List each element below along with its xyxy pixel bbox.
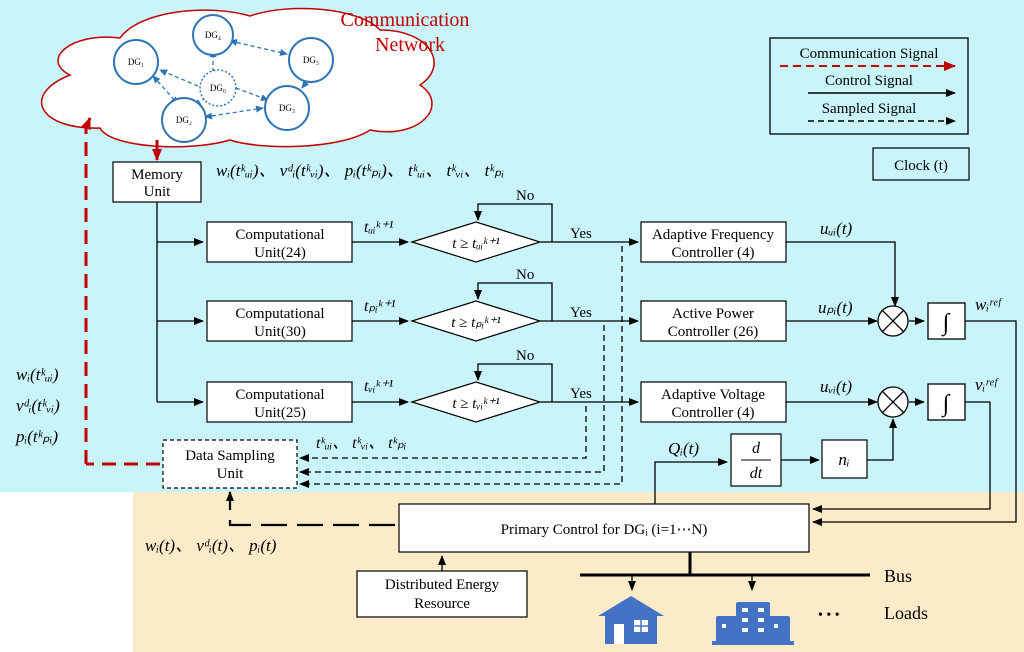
- communication-signal-path: [81, 117, 160, 466]
- bus-label: Bus: [884, 566, 912, 586]
- node-dg5-label: DG₅: [303, 55, 319, 65]
- next-event-time-w: tᵤᵢᵏ⁺¹: [364, 219, 394, 236]
- reference-v: vᵢʳᵉᶠ: [975, 375, 999, 394]
- adaptive-frequency-controller: [640, 221, 787, 263]
- derivative-denominator: dt: [750, 465, 763, 482]
- sampled-value-w: wᵢ(tᵏᵤᵢ): [16, 365, 59, 384]
- legend-sampled-label: Sampled Signal: [822, 101, 917, 117]
- distributed-energy-resource-box: [356, 570, 528, 618]
- computational-unit-25: [206, 381, 353, 423]
- legend: Communication Signal Control Signal Samp…: [769, 37, 969, 135]
- next-event-time-p: tₚᵢᵏ⁺¹: [364, 298, 396, 315]
- trigger-condition-w-text: t ≥ tᵤᵢᵏ⁺¹: [452, 236, 500, 252]
- adaptive-frequency-controller-line1: Adaptive Frequency: [652, 227, 775, 243]
- communication-network-cloud: Communication Network DG₁ DG₂ DG₃ DG₄: [40, 7, 470, 148]
- node-dg0-label: DG₀: [210, 83, 226, 93]
- sampled-value-p: pᵢ(tᵏₚᵢ): [15, 427, 58, 446]
- integrator-w-symbol: ∫: [941, 310, 951, 337]
- node-dg1-label: DG₁: [128, 57, 144, 67]
- adaptive-frequency-controller-line2: Controller (4): [672, 245, 755, 261]
- der-line1: Distributed Energy: [385, 577, 500, 593]
- data-sampling-unit-line2: Unit: [217, 466, 245, 482]
- primary-control-box: [398, 503, 810, 553]
- node-dg5: [288, 37, 334, 83]
- node-dg1: [113, 39, 159, 85]
- droop-gain-block: [821, 439, 868, 479]
- decision-yes-p: Yes: [570, 305, 592, 321]
- integrator-w-box: [927, 302, 966, 340]
- active-power-controller-line1: Active Power: [672, 306, 754, 322]
- sampled-signal-paths: [226, 246, 623, 527]
- integrator-v-symbol: ∫: [941, 391, 951, 418]
- clock-box: [872, 147, 970, 181]
- node-dg3-label: DG₃: [279, 103, 295, 113]
- decision-no-p: No: [516, 267, 534, 283]
- sampling-times: tᵏᵤᵢ、 tᵏᵥᵢ、 tᵏₚᵢ: [316, 435, 406, 452]
- node-dg4: [192, 14, 234, 56]
- computational-unit-25-line1: Computational: [235, 387, 324, 403]
- computational-unit-24-line1: Computational: [235, 227, 324, 243]
- memory-outputs: wᵢ(tᵏᵤᵢ)、 vᵈᵢ(tᵏᵥᵢ)、 pᵢ(tᵏₚᵢ)、 tᵏᵤᵢ、 tᵏᵥ…: [216, 161, 504, 180]
- trigger-condition-p-text: t ≥ tₚᵢᵏ⁺¹: [451, 315, 501, 331]
- memory-unit-box: [112, 161, 202, 203]
- control-output-w: uᵤᵢ(t): [820, 219, 853, 238]
- memory-unit-line1: Memory: [131, 167, 183, 183]
- legend-communication-label: Communication Signal: [800, 46, 939, 62]
- clock-label: Clock (t): [894, 158, 948, 174]
- primary-control-label: Primary Control for DGᵢ (i=1⋯N): [501, 522, 708, 538]
- droop-gain-label: nᵢ: [838, 450, 849, 469]
- computational-unit-30: [206, 300, 353, 342]
- data-sampling-unit-box: [162, 439, 298, 489]
- der-line2: Resource: [414, 596, 470, 612]
- node-dg3: [264, 85, 310, 131]
- row-frequency: Computational Unit(24) tᵤᵢᵏ⁺¹ t ≥ tᵤᵢᵏ⁺¹…: [206, 188, 853, 263]
- row-power: Computational Unit(30) tₚᵢᵏ⁺¹ t ≥ tₚᵢᵏ⁺¹…: [206, 267, 853, 342]
- reference-w: wᵢʳᵉᶠ: [975, 295, 1003, 314]
- legend-control-label: Control Signal: [825, 73, 913, 89]
- row-voltage: Computational Unit(25) tᵥᵢᵏ⁺¹ t ≥ tᵥᵢᵏ⁺¹…: [206, 348, 852, 423]
- node-dg2: [161, 97, 207, 143]
- summing-junction-v: [877, 386, 909, 418]
- adaptive-voltage-controller: [640, 381, 787, 423]
- network-title-line1: Communication: [341, 9, 470, 31]
- network-title-line2: Network: [375, 34, 445, 56]
- more-loads-ellipsis: • • •: [818, 608, 840, 623]
- data-sampling-unit-line1: Data Sampling: [185, 448, 275, 464]
- trigger-condition-v-text: t ≥ tᵥᵢᵏ⁺¹: [452, 396, 500, 412]
- adaptive-voltage-controller-line1: Adaptive Voltage: [661, 387, 765, 403]
- memory-unit-line2: Unit: [144, 184, 172, 200]
- control-output-v: uᵥᵢ(t): [820, 377, 852, 396]
- computational-unit-30-line2: Unit(30): [254, 324, 306, 340]
- computational-unit-24-line2: Unit(24): [254, 245, 306, 261]
- next-event-time-v: tᵥᵢᵏ⁺¹: [364, 378, 393, 395]
- sampled-value-v: vᵈᵢ(tᵏᵥᵢ): [16, 396, 60, 415]
- computational-unit-25-line2: Unit(25): [254, 405, 306, 421]
- reactive-power-signal: Qᵢ(t): [668, 439, 699, 458]
- node-dg4-label: DG₄: [205, 30, 221, 40]
- building-load-icon: [712, 602, 794, 645]
- node-dg0: [199, 69, 237, 107]
- adaptive-voltage-controller-line2: Controller (4): [672, 405, 755, 421]
- decision-yes-v: Yes: [570, 386, 592, 402]
- loads-label: Loads: [884, 603, 928, 623]
- derivative-numerator: d: [752, 440, 761, 457]
- computational-unit-24: [206, 221, 353, 263]
- control-output-p: uₚᵢ(t): [818, 298, 853, 317]
- integrator-v-box: [927, 383, 966, 421]
- summing-junction-p: [877, 305, 909, 337]
- active-power-controller-line2: Controller (26): [668, 324, 758, 340]
- computational-unit-30-line1: Computational: [235, 306, 324, 322]
- decision-no-w: No: [516, 188, 534, 204]
- measured-signals: wᵢ(t)、 vᵈᵢ(t)、 pᵢ(t): [145, 536, 277, 555]
- decision-yes-w: Yes: [570, 226, 592, 242]
- house-load-icon: [598, 596, 664, 644]
- node-dg2-label: DG₂: [176, 115, 192, 125]
- decision-no-v: No: [516, 348, 534, 364]
